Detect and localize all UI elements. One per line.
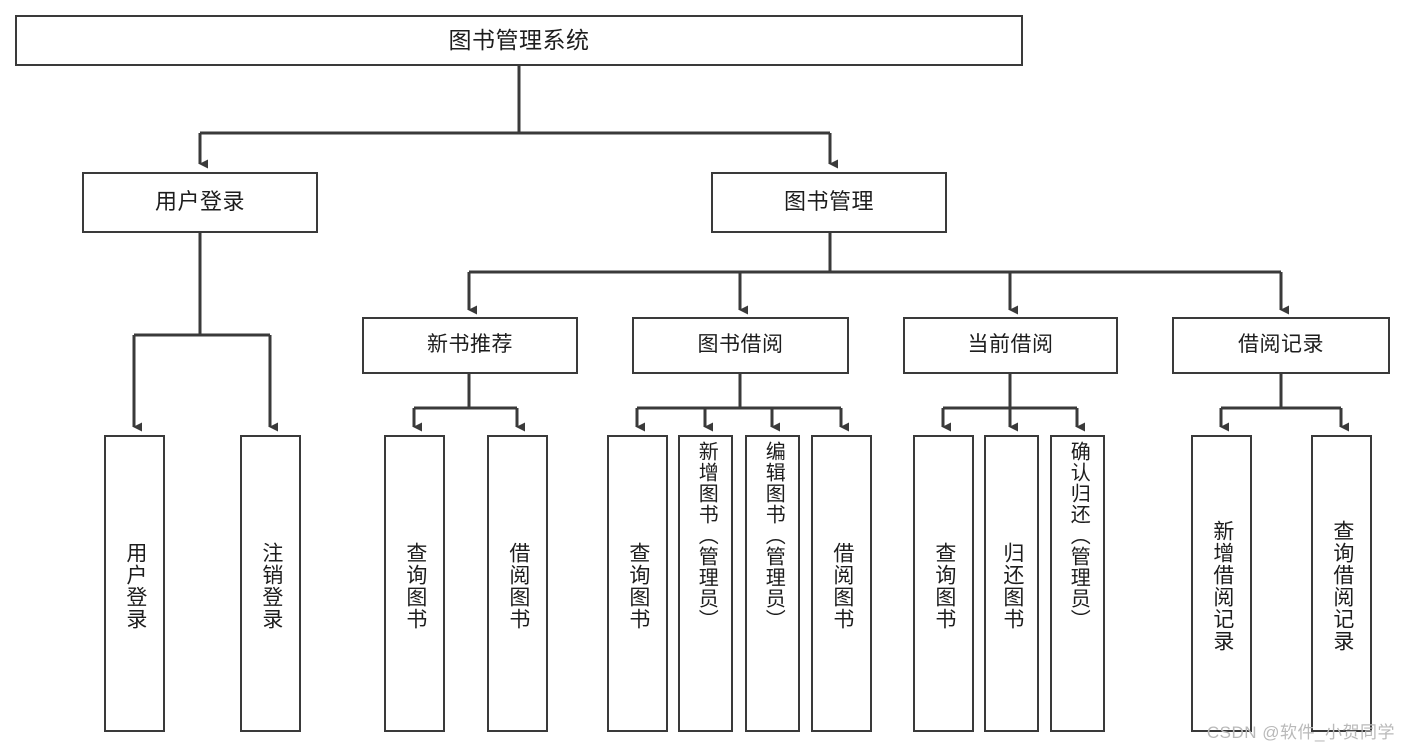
node-label: 图书管理: [783, 189, 874, 215]
node-label: 编辑图书（管理员）: [762, 441, 785, 630]
node-leaf-borrow-book-newbook[interactable]: 借阅图书: [487, 435, 548, 732]
node-label: 归还图书: [1000, 541, 1024, 630]
node-new-book-recommendation[interactable]: 新书推荐: [362, 317, 578, 374]
node-label: 借阅记录: [1238, 333, 1324, 357]
node-label: 借阅图书: [830, 541, 854, 630]
node-label: 图书管理系统: [448, 26, 590, 53]
node-current-borrowing[interactable]: 当前借阅: [903, 317, 1118, 374]
node-leaf-logout[interactable]: 注销登录: [240, 435, 301, 732]
node-label: 当前借阅: [967, 333, 1054, 357]
node-label: 图书借阅: [697, 333, 784, 357]
node-leaf-add-borrow-record[interactable]: 新增借阅记录: [1191, 435, 1252, 732]
node-root-book-management-system[interactable]: 图书管理系统: [15, 15, 1023, 66]
node-leaf-borrow-book[interactable]: 借阅图书: [811, 435, 872, 732]
node-label: 新书推荐: [427, 333, 513, 357]
node-leaf-confirm-return-admin[interactable]: 确认归还（管理员）: [1050, 435, 1105, 732]
node-book-borrowing[interactable]: 图书借阅: [632, 317, 849, 374]
node-label: 查询借阅记录: [1330, 519, 1354, 652]
node-label: 注销登录: [259, 541, 283, 630]
node-book-management[interactable]: 图书管理: [711, 172, 947, 233]
node-leaf-query-borrow-record[interactable]: 查询借阅记录: [1311, 435, 1372, 732]
node-label: 新增借阅记录: [1210, 519, 1234, 652]
node-leaf-query-book-current[interactable]: 查询图书: [913, 435, 974, 732]
csdn-watermark: CSDN @软件_小贺同学: [1206, 723, 1395, 742]
node-label: 确认归还（管理员）: [1067, 441, 1090, 630]
node-borrowing-record[interactable]: 借阅记录: [1172, 317, 1390, 374]
node-label: 查询图书: [403, 541, 427, 630]
node-label: 用户登录: [123, 541, 147, 630]
node-leaf-query-book-borrow[interactable]: 查询图书: [607, 435, 668, 732]
node-leaf-edit-book-admin[interactable]: 编辑图书（管理员）: [745, 435, 800, 732]
node-label: 用户登录: [154, 189, 245, 215]
node-label: 借阅图书: [506, 541, 530, 630]
node-leaf-query-book-newbook[interactable]: 查询图书: [384, 435, 445, 732]
node-leaf-return-book[interactable]: 归还图书: [984, 435, 1039, 732]
node-leaf-add-book-admin[interactable]: 新增图书（管理员）: [678, 435, 733, 732]
node-label: 查询图书: [932, 541, 956, 630]
node-label: 查询图书: [626, 541, 650, 630]
node-user-login[interactable]: 用户登录: [82, 172, 318, 233]
node-label: 新增图书（管理员）: [695, 441, 718, 630]
node-leaf-user-login[interactable]: 用户登录: [104, 435, 165, 732]
